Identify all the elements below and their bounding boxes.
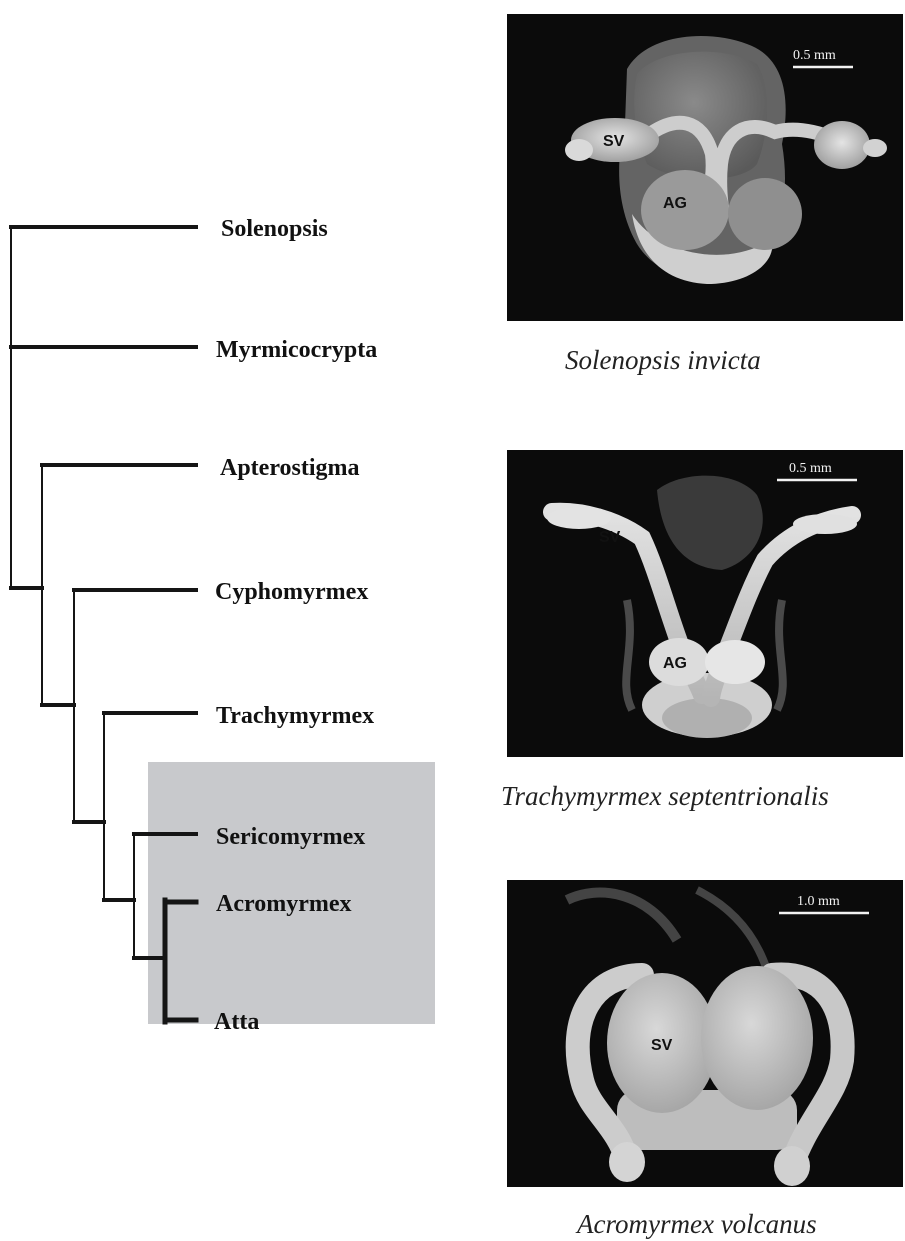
label-seminal-vesicle: SV [599, 529, 621, 546]
label-seminal-vesicle: SV [603, 133, 625, 150]
photo-2-overlay: 0.5 mm SV AG [507, 450, 903, 757]
taxon-atta: Atta [214, 1010, 259, 1034]
scale-label: 0.5 mm [789, 461, 832, 476]
phylogenetic-tree [0, 0, 440, 1241]
scale-label: 0.5 mm [793, 48, 836, 63]
photo-3-overlay: 1.0 mm SV [507, 880, 903, 1187]
label-accessory-gland: AG [663, 655, 687, 672]
taxon-solenopsis: Solenopsis [221, 217, 328, 241]
caption-acromyrmex-volcanus: Acromyrmex volcanus [577, 1211, 817, 1238]
taxon-acromyrmex: Acromyrmex [216, 892, 352, 916]
taxon-apterostigma: Apterostigma [220, 456, 360, 480]
label-accessory-gland: AG [663, 195, 687, 212]
scale-label: 1.0 mm [797, 894, 840, 909]
label-seminal-vesicle: SV [651, 1037, 673, 1054]
taxon-sericomyrmex: Sericomyrmex [216, 825, 365, 849]
taxon-cyphomyrmex: Cyphomyrmex [215, 580, 368, 604]
caption-solenopsis-invicta: Solenopsis invicta [565, 347, 761, 374]
taxon-myrmicocrypta: Myrmicocrypta [216, 338, 377, 362]
taxon-trachymyrmex: Trachymyrmex [216, 704, 374, 728]
photo-1-overlay: 0.5 mm SV AG [507, 14, 903, 321]
caption-trachymyrmex-septentrionalis: Trachymyrmex septentrionalis [501, 783, 829, 810]
